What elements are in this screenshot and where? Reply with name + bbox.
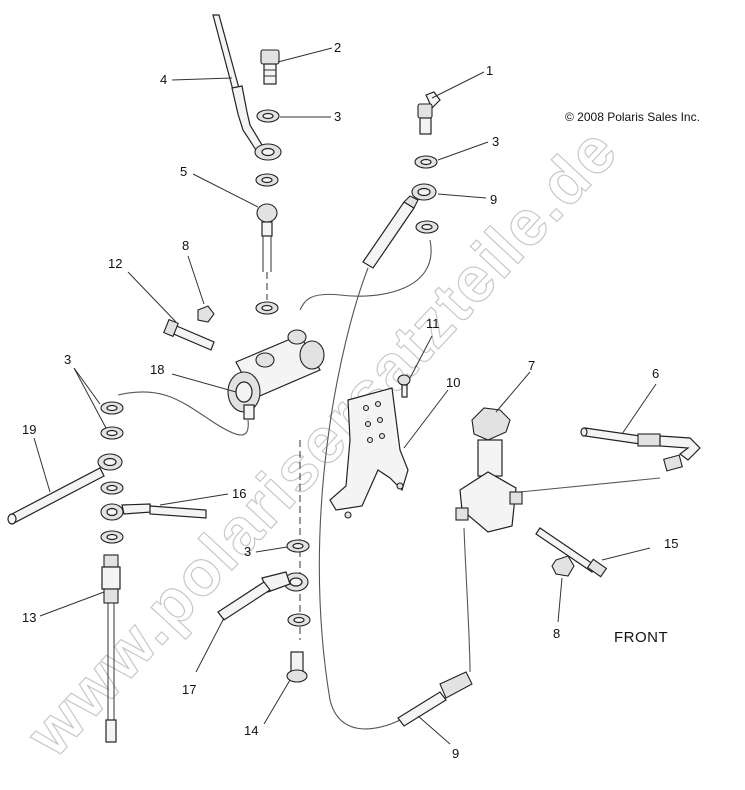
part-11-screw xyxy=(397,374,411,398)
callout-18: 18 xyxy=(150,362,164,377)
hose-long xyxy=(318,267,401,730)
part-17-line xyxy=(217,571,309,621)
callout-3-right: 3 xyxy=(492,134,499,149)
callout-11: 11 xyxy=(426,316,440,331)
copyright-text: © 2008 Polaris Sales Inc. xyxy=(565,110,700,124)
callout-3-top: 3 xyxy=(334,109,341,124)
callout-3-center: 3 xyxy=(244,544,251,559)
part-16-line xyxy=(100,503,207,521)
part-8-nut-right xyxy=(551,555,575,577)
part-18-valve xyxy=(227,329,325,420)
part-2-banjo-bolt xyxy=(260,49,280,85)
callout-12: 12 xyxy=(108,256,122,271)
callout-19: 19 xyxy=(22,422,36,437)
washers-right xyxy=(414,155,439,234)
hose-part-6 xyxy=(519,477,661,493)
washers-center-lower xyxy=(286,539,311,627)
callout-10: 10 xyxy=(446,375,460,390)
hose-left xyxy=(117,391,249,436)
part-19-line xyxy=(7,453,123,525)
part-5-fitting xyxy=(256,203,278,272)
callout-8-left: 8 xyxy=(182,238,189,253)
callout-6: 6 xyxy=(652,366,659,381)
washers-left xyxy=(100,401,124,544)
callout-9-top: 9 xyxy=(490,192,497,207)
front-label: FRONT xyxy=(614,629,668,646)
watermark: www.polarisersatzteile.de xyxy=(12,113,631,770)
hose-top-right xyxy=(299,239,432,311)
callout-13: 13 xyxy=(22,610,36,625)
callout-4: 4 xyxy=(160,72,167,87)
callout-2: 2 xyxy=(334,40,341,55)
part-7-valve xyxy=(455,407,523,533)
callouts: 1 2 3 3 3 3 4 5 6 7 8 8 9 9 10 11 12 13 … xyxy=(22,40,678,761)
part-1-brake-switch xyxy=(417,91,441,135)
callout-15: 15 xyxy=(664,536,678,551)
part-15-bolt xyxy=(535,527,608,578)
part-9-upper-line xyxy=(362,183,437,269)
part-9-lower-line xyxy=(397,527,473,727)
callout-9-bottom: 9 xyxy=(452,746,459,761)
callout-5: 5 xyxy=(180,164,187,179)
callout-7: 7 xyxy=(528,358,535,373)
callout-3-left: 3 xyxy=(64,352,71,367)
callout-14: 14 xyxy=(244,723,258,738)
callout-1: 1 xyxy=(486,63,493,78)
washers-top xyxy=(255,109,280,315)
callout-16: 16 xyxy=(232,486,246,501)
part-6-line xyxy=(580,427,701,472)
part-12-bolt xyxy=(163,318,215,351)
part-8-nut-left xyxy=(197,305,215,323)
part-4-brake-line xyxy=(212,14,282,161)
callout-8-right: 8 xyxy=(553,626,560,641)
callout-17: 17 xyxy=(182,682,196,697)
part-14-bolt xyxy=(286,651,308,683)
part-13-long-line xyxy=(101,554,121,743)
leader-lines xyxy=(33,47,657,745)
part-10-bracket xyxy=(329,387,409,519)
